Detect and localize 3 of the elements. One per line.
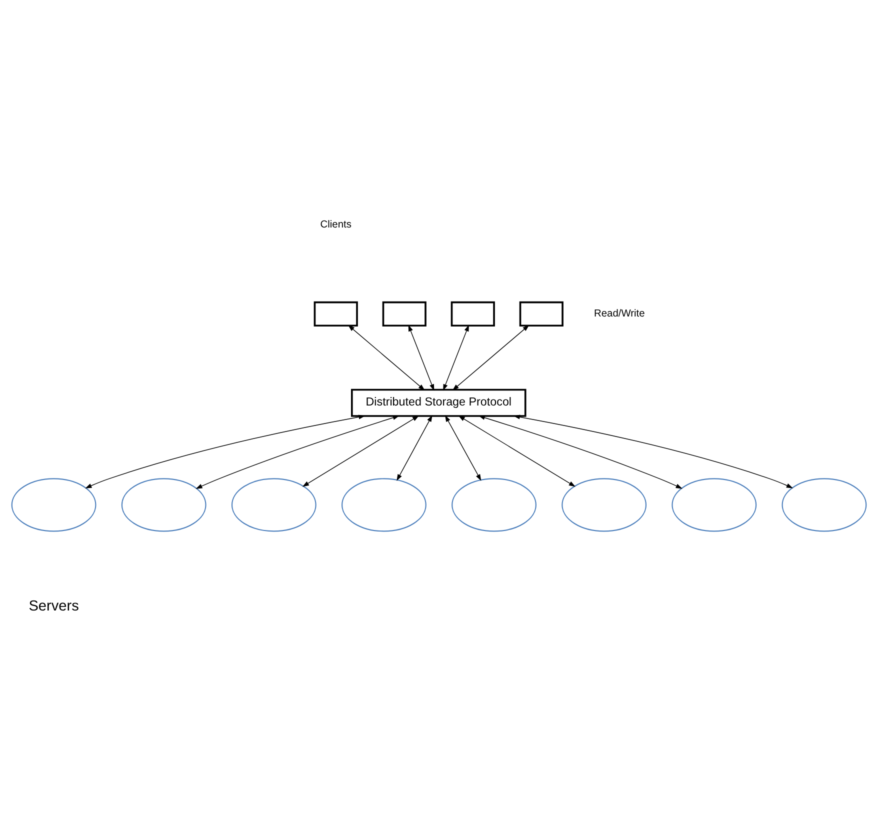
label: Clients [320, 220, 352, 231]
label: Servers [28, 598, 79, 615]
label: Read/Write [594, 308, 645, 320]
